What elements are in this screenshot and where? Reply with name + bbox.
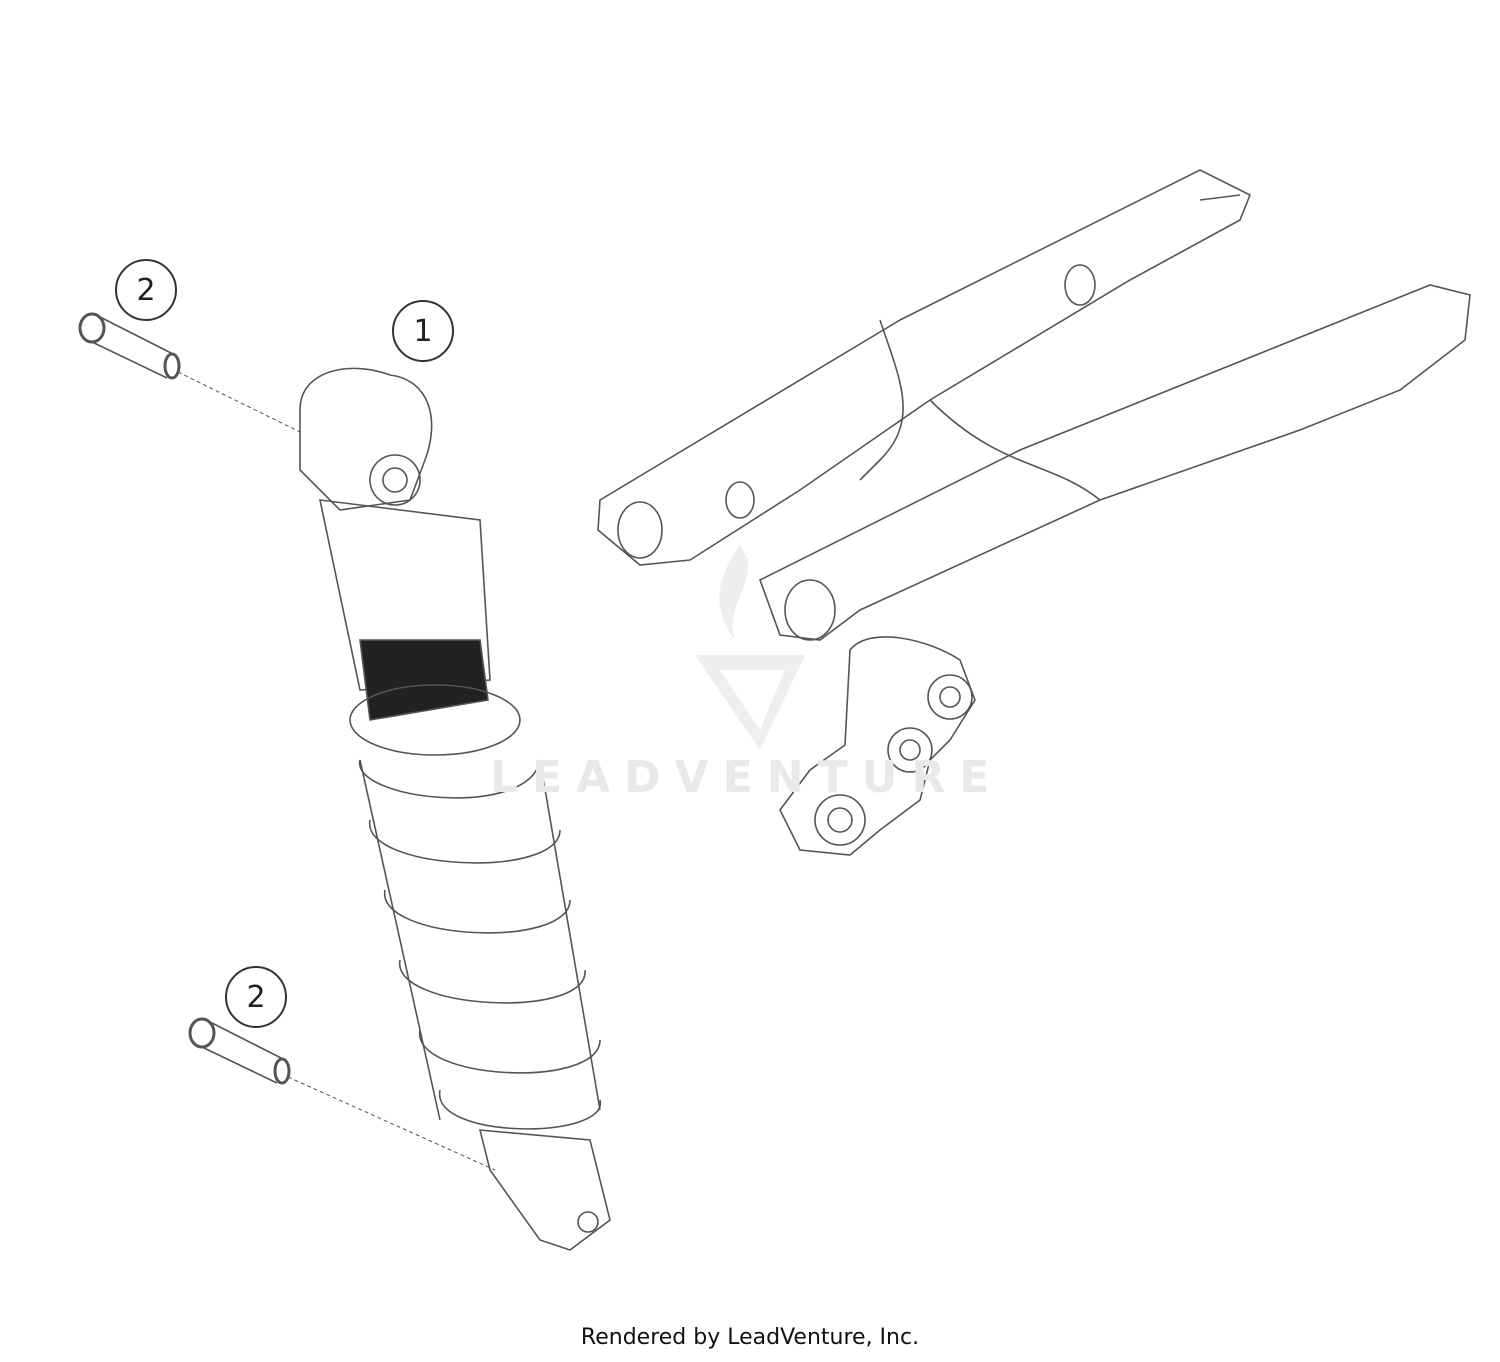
footer-credit: Rendered by LeadVenture, Inc. bbox=[580, 1325, 920, 1350]
watermark-logo bbox=[695, 545, 805, 750]
callout-1[interactable]: 1 bbox=[392, 300, 454, 362]
linkage-lever bbox=[779, 636, 976, 856]
swingarm bbox=[597, 169, 1471, 641]
callout-2-bottom[interactable]: 2 bbox=[225, 966, 287, 1028]
shock-absorber bbox=[299, 367, 611, 1251]
bolt-bottom bbox=[188, 1017, 496, 1171]
watermark-text: LEADVENTURE bbox=[490, 752, 1004, 803]
bolt-top bbox=[78, 312, 301, 433]
callout-2-top[interactable]: 2 bbox=[115, 259, 177, 321]
